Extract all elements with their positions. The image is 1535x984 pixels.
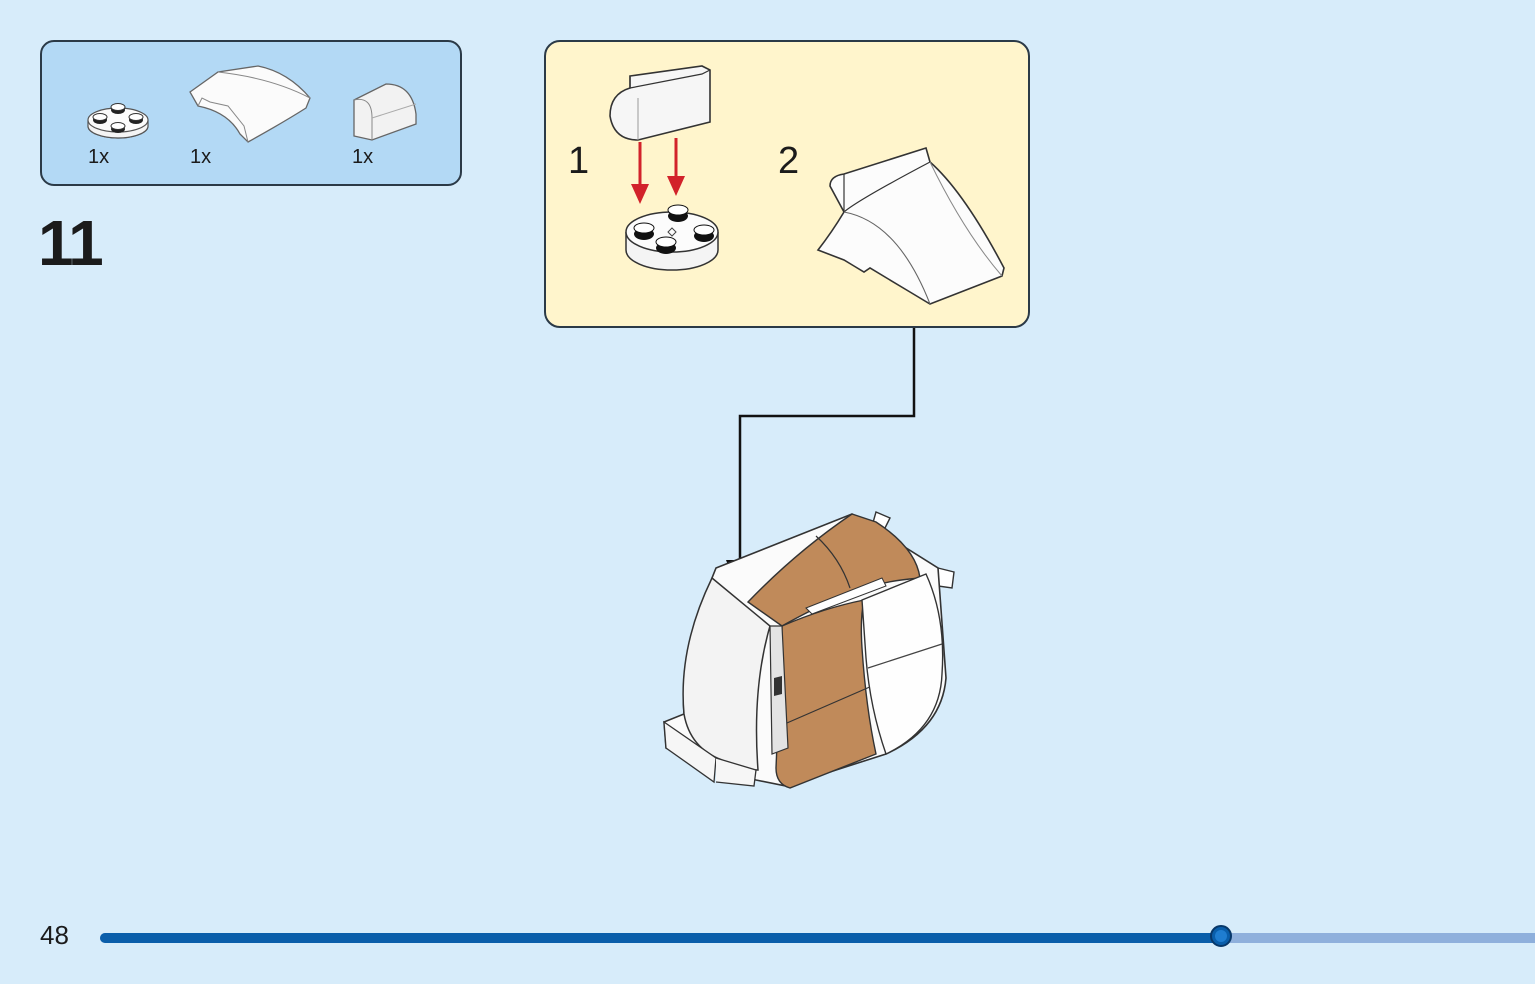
substep-number-1: 1	[568, 140, 590, 182]
part-quantity-3: 1x	[352, 146, 374, 168]
parts-list-box: 1x 1x 1x	[40, 40, 462, 186]
curved-tile-icon	[353, 83, 417, 141]
main-model	[663, 511, 955, 789]
page-number: 48	[40, 920, 69, 950]
step-number: 11	[38, 207, 104, 279]
curved-slope-piece	[816, 146, 1005, 305]
progress-marker	[1209, 925, 1232, 947]
progress-bar-fill	[100, 933, 1221, 943]
curved-tile-piece	[609, 65, 711, 141]
round-plate-2x2-piece	[625, 204, 719, 271]
substep-number-2: 2	[778, 140, 800, 182]
progress-bar	[100, 925, 1535, 947]
part-quantity-1: 1x	[88, 146, 110, 168]
part-quantity-2: 1x	[190, 146, 212, 168]
round-plate-2x2-icon	[87, 103, 149, 139]
subassembly-box: 1 2	[544, 40, 1030, 328]
curved-slope-icon	[189, 65, 311, 143]
